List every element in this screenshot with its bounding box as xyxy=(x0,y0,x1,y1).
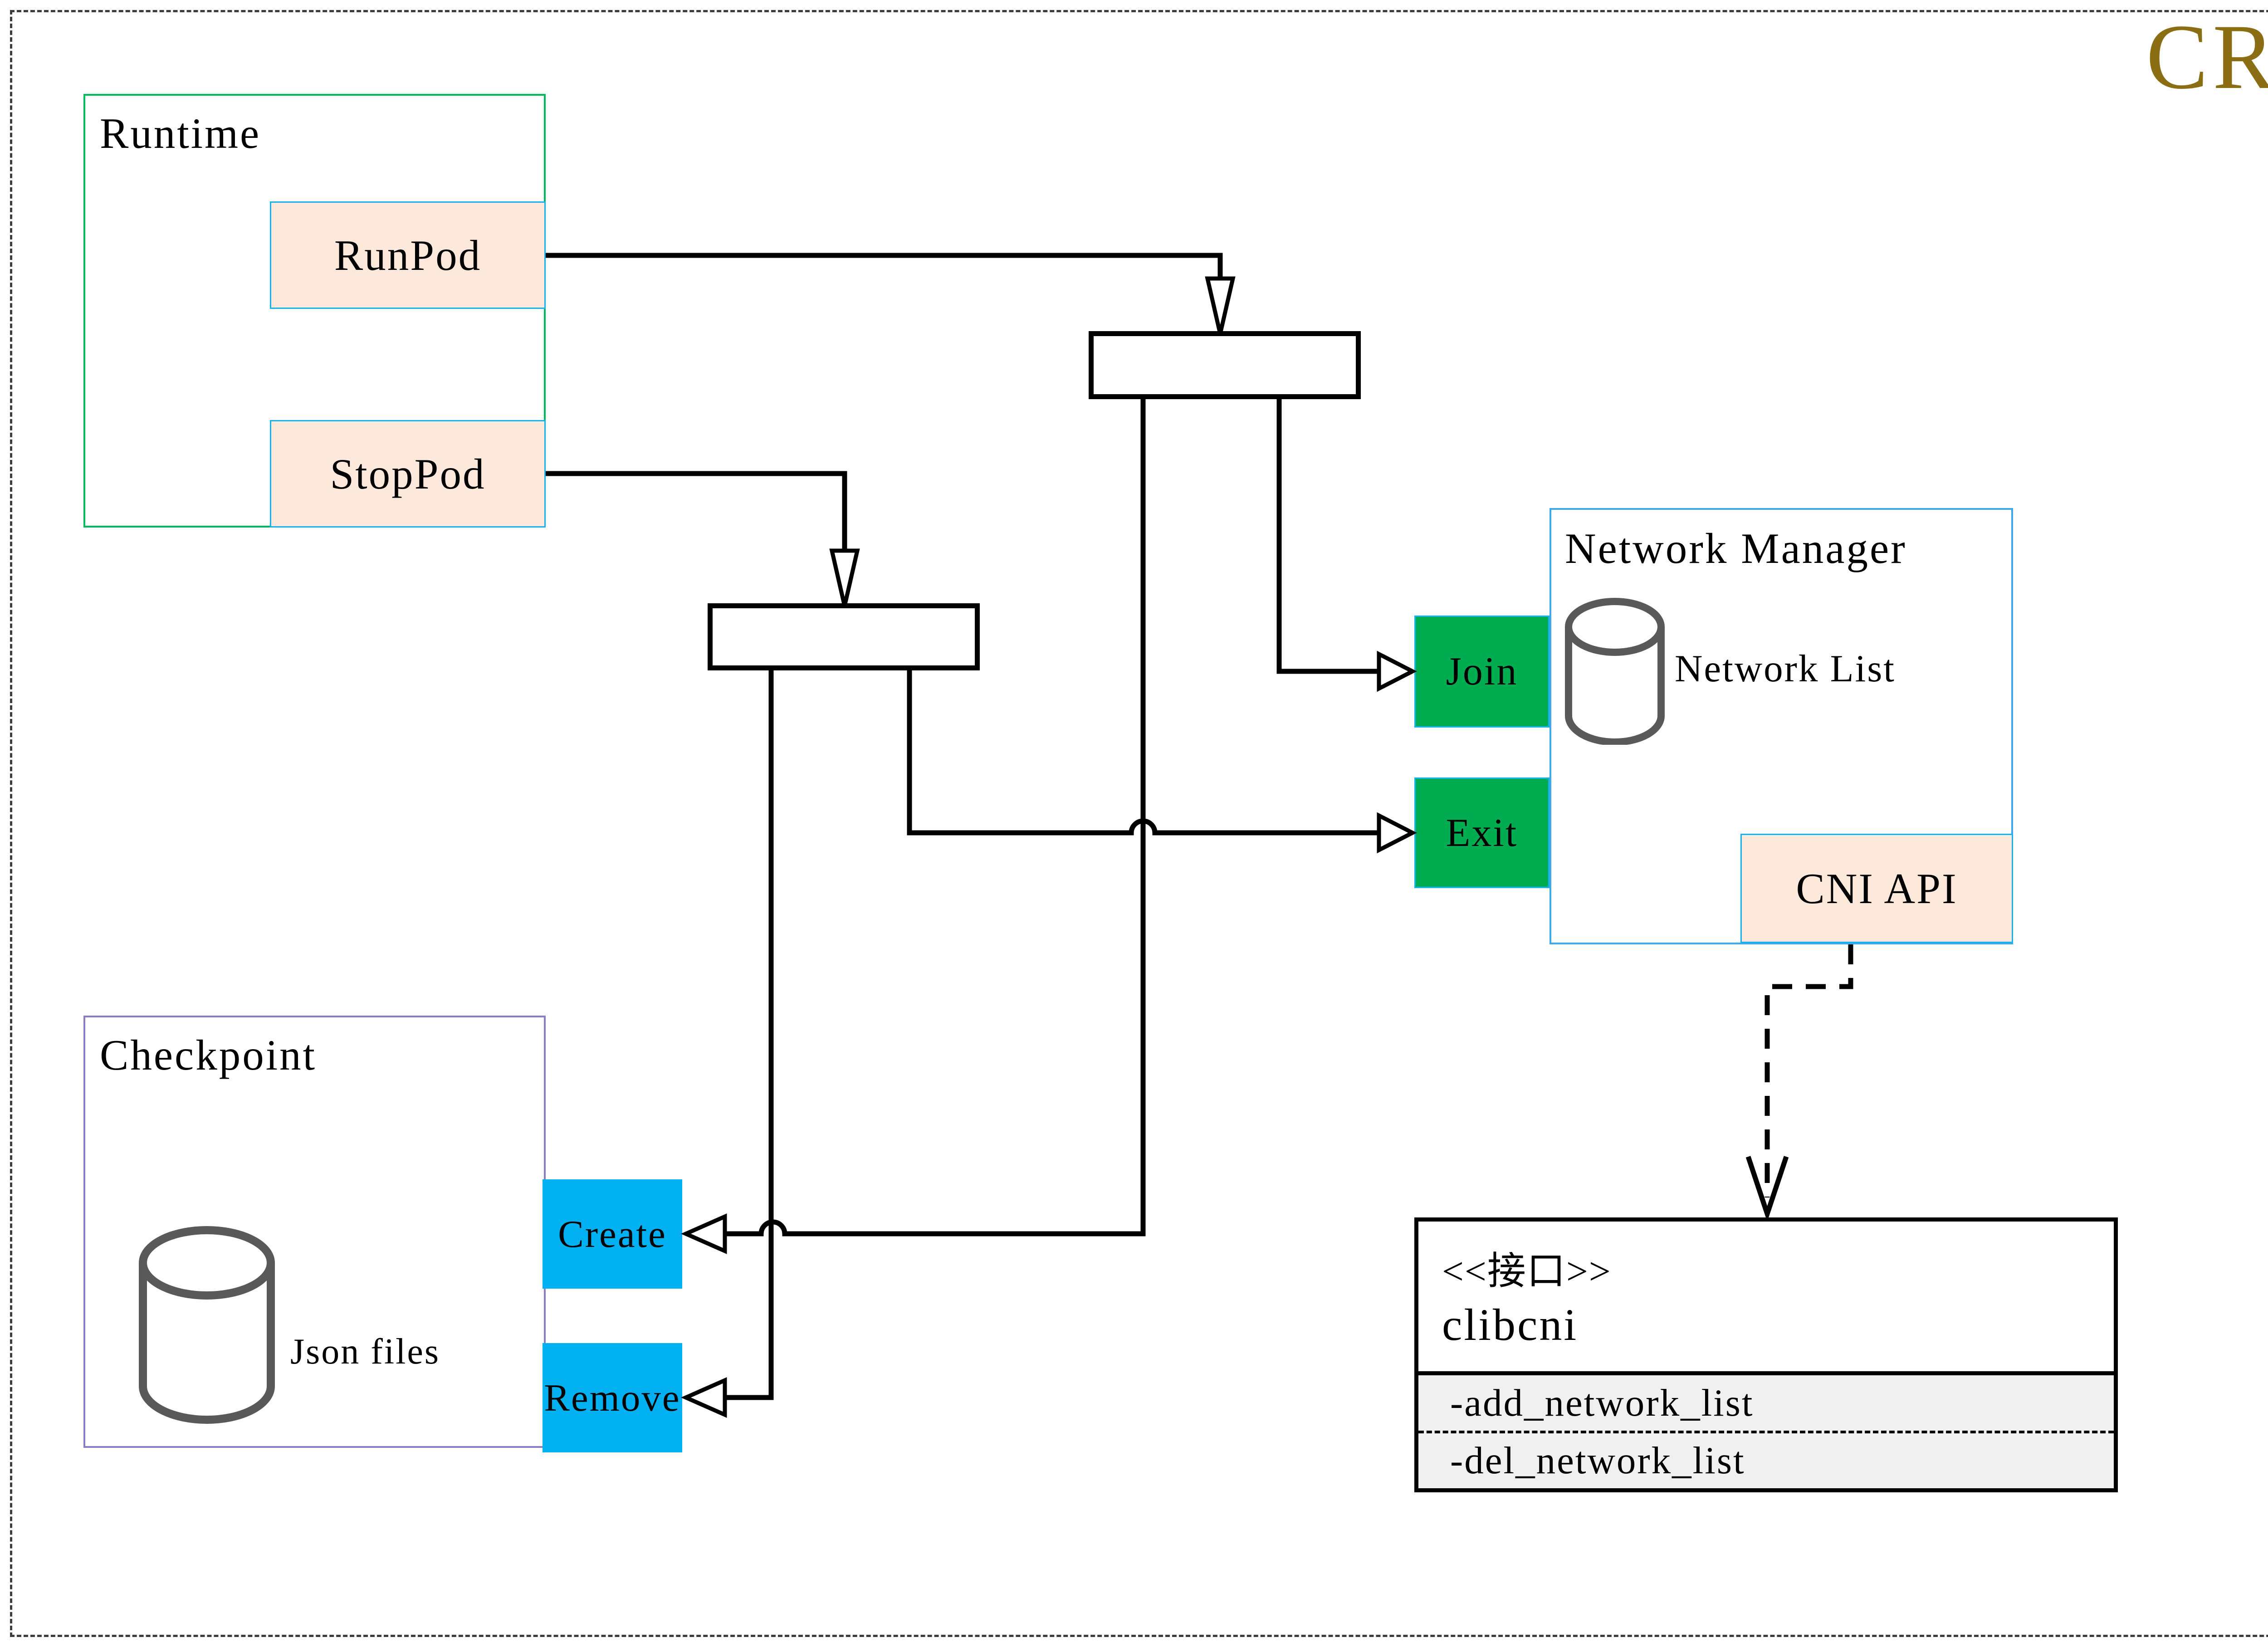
json-files-database-icon xyxy=(138,1225,276,1427)
runpod-label: RunPod xyxy=(334,231,482,279)
stoppod-dispatch-box xyxy=(708,603,980,670)
clibcni-stereotype: <<接口>> xyxy=(1442,1250,1612,1293)
exit-label: Exit xyxy=(1446,811,1518,855)
clibcni-header: <<接口>> clibcni xyxy=(1418,1222,2114,1371)
outer-dashed-border xyxy=(10,10,2268,1637)
clibcni-name: clibcni xyxy=(1442,1300,1579,1350)
network-list-label: Network List xyxy=(1675,647,1896,690)
clibcni-method-add: -add_network_list xyxy=(1418,1375,2114,1433)
exit-port: Exit xyxy=(1414,777,1549,888)
cni-api-label: CNI API xyxy=(1796,864,1958,913)
remove-label: Remove xyxy=(544,1376,681,1419)
clibcni-method-del: -del_network_list xyxy=(1450,1439,1745,1482)
network-manager-label: Network Manager xyxy=(1565,524,1907,572)
join-label: Join xyxy=(1446,650,1518,694)
clibcni-interface-box: <<接口>> clibcni -add_network_list -del_ne… xyxy=(1414,1217,2118,1492)
runpod-dispatch-box xyxy=(1089,331,1361,399)
network-list-database-icon xyxy=(1564,598,1666,747)
create-label: Create xyxy=(558,1212,667,1256)
create-port: Create xyxy=(543,1179,682,1289)
json-files-label: Json files xyxy=(290,1332,440,1372)
remove-port: Remove xyxy=(543,1343,682,1452)
cni-api-node: CNI API xyxy=(1740,834,2013,943)
runpod-node: RunPod xyxy=(270,201,546,309)
join-port: Join xyxy=(1414,616,1549,728)
stoppod-node: StopPod xyxy=(270,420,546,528)
diagram-title: CRI xyxy=(2146,5,2268,108)
runtime-label: Runtime xyxy=(100,109,261,157)
checkpoint-label: Checkpoint xyxy=(100,1031,317,1079)
clibcni-methods-compartment: -add_network_list -del_network_list xyxy=(1418,1371,2114,1488)
stoppod-label: StopPod xyxy=(330,450,486,498)
